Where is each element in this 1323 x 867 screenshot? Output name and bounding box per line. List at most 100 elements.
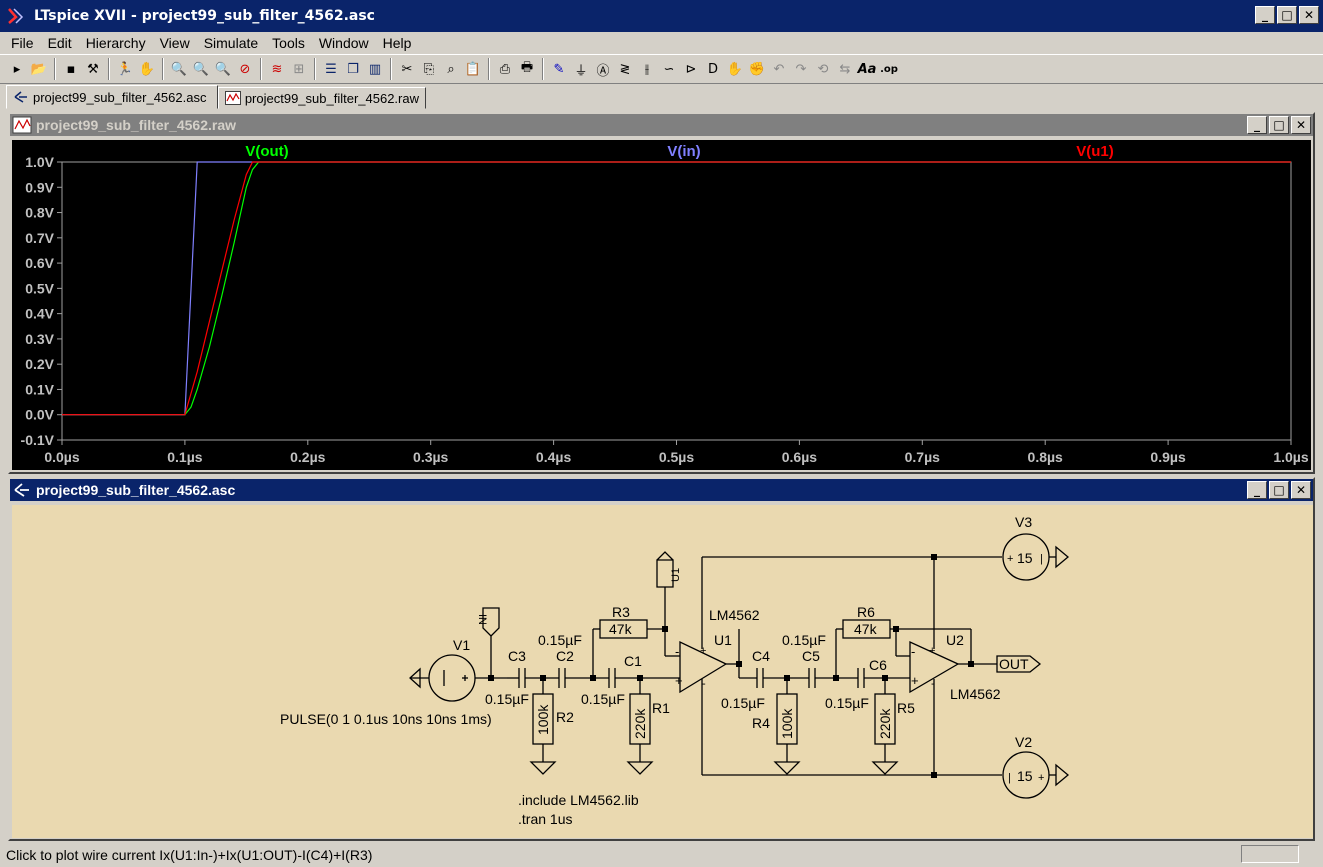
cascade-icon[interactable]: ❐ (347, 61, 359, 77)
svg-text:-: - (931, 678, 935, 690)
open-icon[interactable]: 📂 (30, 61, 48, 77)
r3-label: R3 (612, 604, 630, 620)
grid-icon[interactable]: ⊞ (293, 61, 305, 77)
plot-canvas[interactable]: 1.0V0.9V0.8V0.7V0.6V0.5V0.4V0.3V0.2V0.1V… (12, 140, 1311, 470)
r4-label: R4 (752, 715, 770, 731)
close-button[interactable]: ✕ (1291, 116, 1311, 134)
menu-hierarchy[interactable]: Hierarchy (85, 35, 146, 51)
minimize-button[interactable]: _ (1247, 481, 1267, 499)
minimize-button[interactable]: _ (1247, 116, 1267, 134)
waveform-window-titlebar[interactable]: project99_sub_filter_4562.raw _ □ ✕ (10, 114, 1313, 136)
tile-horizontal-icon[interactable]: ☰ (325, 61, 337, 77)
y-tick-label: 0.0V (25, 407, 54, 423)
label-icon[interactable]: Ⓐ (596, 63, 610, 79)
u1-model: LM4562 (709, 607, 760, 623)
ground-symbol (409, 667, 421, 689)
spice-directive-icon[interactable]: .op (880, 63, 898, 75)
copy-icon[interactable]: ⎘ (423, 61, 435, 77)
rotate-icon[interactable]: ⟲ (817, 61, 829, 77)
inductor-icon[interactable]: ∽ (663, 61, 675, 77)
minimize-button[interactable]: _ (1255, 6, 1275, 24)
save-icon[interactable]: ▪ (66, 61, 76, 77)
svg-text:-: - (702, 678, 706, 690)
u1-label: U1 (714, 632, 732, 648)
run-icon[interactable]: 🏃 (116, 61, 134, 77)
zoom-in-icon[interactable]: 🔍 (170, 61, 188, 77)
spice-directive-tran[interactable]: .tran 1us (518, 811, 572, 827)
schematic-icon (14, 91, 27, 103)
tab-waveform[interactable]: project99_sub_filter_4562.raw (218, 87, 426, 109)
legend-vu1: V(u1) (1076, 143, 1114, 160)
menu-edit[interactable]: Edit (47, 35, 72, 51)
drag-icon[interactable]: ✊ (748, 61, 766, 77)
maximize-button[interactable]: □ (1269, 481, 1289, 499)
net-label-out[interactable] (996, 655, 1042, 673)
zoom-fit-icon[interactable]: 🔍 (214, 61, 232, 77)
component-icon[interactable]: D (707, 61, 718, 77)
menu-view[interactable]: View (159, 35, 190, 51)
r5-label: R5 (897, 700, 915, 716)
r1-label: R1 (652, 700, 670, 716)
v1-source[interactable] (428, 654, 476, 702)
capacitor-icon[interactable]: ⫲ (644, 61, 650, 77)
opamp-u1[interactable] (679, 640, 728, 694)
schematic-window-titlebar[interactable]: project99_sub_filter_4562.asc _ □ ✕ (10, 479, 1313, 501)
v2-value: 15 (1017, 768, 1033, 784)
c3-label: C3 (508, 648, 526, 664)
menu-file[interactable]: File (11, 35, 34, 51)
schematic-icon (14, 483, 29, 497)
menu-help[interactable]: Help (382, 35, 412, 51)
tile-vertical-icon[interactable]: ▥ (368, 61, 382, 77)
toolbar: ▸ 📂 ▪ ⚒ 🏃 ✋ 🔍 🔍 🔍 ⊘ ≋ ⊞ ☰ ❐ ▥ ✂ ⎘ ⌕ 📋 ⎙ … (0, 54, 1323, 84)
mirror-icon[interactable]: ⇆ (839, 61, 851, 77)
c2-value: 0.15µF (538, 632, 582, 648)
schematic-canvas[interactable]: V1 PULSE(0 1 0.1us 10ns 10ns 1ms) IN C3 … (12, 505, 1313, 838)
paste-icon[interactable]: 📋 (464, 61, 482, 77)
resistor-icon[interactable]: ≷ (619, 61, 631, 77)
svg-text:|: | (1008, 772, 1011, 784)
menu-window[interactable]: Window (318, 35, 369, 51)
opamp-u2[interactable] (909, 640, 960, 694)
svg-text:+: + (1038, 772, 1044, 784)
status-bar: Click to plot wire current Ix(U1:In-)+Ix… (0, 843, 1323, 867)
autorange-icon[interactable]: ≋ (271, 61, 283, 77)
undo-icon[interactable]: ↶ (773, 61, 785, 77)
schematic-drawing[interactable]: V1 PULSE(0 1 0.1us 10ns 10ns 1ms) IN C3 … (12, 505, 1313, 838)
print-preview-icon[interactable]: ⎙ (499, 61, 511, 77)
r2-label: R2 (556, 709, 574, 725)
tab-schematic[interactable]: project99_sub_filter_4562.asc (6, 85, 218, 109)
text-icon[interactable]: Aa (857, 61, 877, 77)
find-icon[interactable]: ⌕ (447, 61, 455, 77)
y-tick-label: 0.7V (25, 230, 54, 246)
spice-directive-include[interactable]: .include LM4562.lib (518, 792, 639, 808)
menu-simulate[interactable]: Simulate (203, 35, 259, 51)
menu-tools[interactable]: Tools (272, 35, 305, 51)
zoom-cancel-icon[interactable]: ⊘ (239, 61, 251, 77)
y-tick-label: 1.0V (25, 154, 54, 170)
c2-label: C2 (556, 648, 574, 664)
ground-icon[interactable]: ⏚ (574, 63, 588, 79)
y-tick-label: -0.1V (21, 432, 55, 448)
maximize-button[interactable]: □ (1277, 6, 1297, 24)
y-tick-label: 0.2V (25, 356, 54, 372)
net-label-in[interactable] (482, 607, 500, 637)
diode-icon[interactable]: ⊳ (685, 61, 697, 77)
y-tick-label: 0.5V (25, 280, 54, 296)
close-button[interactable]: ✕ (1291, 481, 1311, 499)
print-icon[interactable]: 🖶 (520, 60, 534, 75)
new-icon[interactable]: ▸ (13, 61, 21, 77)
redo-icon[interactable]: ↷ (795, 61, 807, 77)
svg-text:|: | (1040, 553, 1043, 565)
v2-label: V2 (1015, 734, 1032, 750)
cut-icon[interactable]: ✂ (401, 61, 413, 77)
zoom-out-icon[interactable]: 🔍 (192, 61, 210, 77)
wire-icon[interactable]: ✎ (553, 61, 565, 77)
move-icon[interactable]: ✋ (726, 61, 744, 77)
v1-label: V1 (453, 637, 470, 653)
halt-icon[interactable]: ✋ (138, 61, 156, 77)
close-button[interactable]: ✕ (1299, 6, 1319, 24)
svg-text:-: - (911, 644, 915, 659)
maximize-button[interactable]: □ (1269, 116, 1289, 134)
control-panel-icon[interactable]: ⚒ (87, 61, 99, 77)
